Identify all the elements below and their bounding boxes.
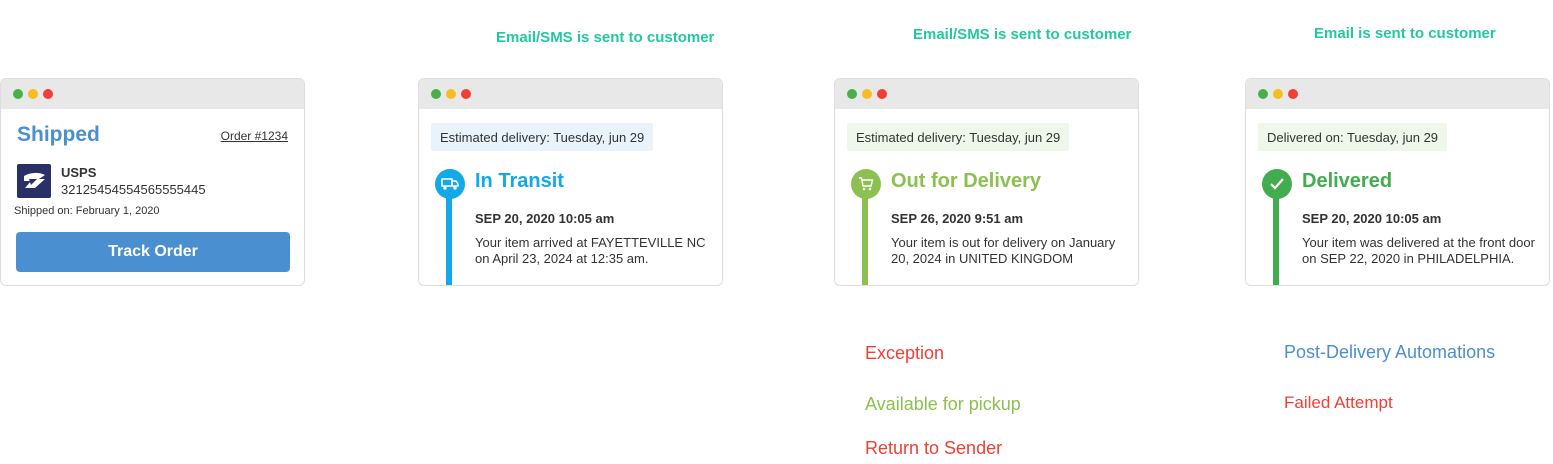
notification-note-transit: Email/SMS is sent to customer <box>496 29 715 46</box>
in-transit-card: Estimated delivery: Tuesday, jun 29 In T… <box>418 78 723 286</box>
window-dot-yellow <box>446 89 456 99</box>
timeline-line <box>1273 194 1279 285</box>
window-titlebar <box>419 79 722 109</box>
usps-eagle-icon <box>17 164 51 198</box>
event-message: Your item was delivered at the front doo… <box>1302 235 1535 266</box>
timeline-line <box>862 194 868 285</box>
status-title: Out for Delivery <box>891 170 1042 192</box>
notification-note-delivered: Email is sent to customer <box>1314 25 1496 42</box>
checkmark-icon <box>1262 169 1292 199</box>
window-dot-red <box>461 89 471 99</box>
carrier-name: USPS <box>61 165 97 180</box>
window-dot-green <box>431 89 441 99</box>
event-message: Your item is out for delivery on January… <box>891 235 1116 266</box>
tracking-number: 32125454554565555445 <box>61 182 206 197</box>
post-delivery-automations-label: Post-Delivery Automations <box>1284 342 1496 362</box>
event-time: SEP 20, 2020 10:05 am <box>475 211 615 226</box>
delivered-card: Delivered on: Tuesday, jun 29 Delivered … <box>1245 78 1550 286</box>
window-dot-green <box>847 89 857 99</box>
window-dot-yellow <box>862 89 872 99</box>
order-link[interactable]: Order #1234 <box>220 129 288 143</box>
window-dot-red <box>43 89 53 99</box>
timeline-line <box>446 194 452 285</box>
window-dot-yellow <box>1273 89 1283 99</box>
window-titlebar <box>835 79 1138 109</box>
window-titlebar <box>1 79 304 109</box>
window-dot-green <box>1258 89 1268 99</box>
out-for-delivery-card: Estimated delivery: Tuesday, jun 29 Out … <box>834 78 1139 286</box>
return-to-sender-status: Return to Sender <box>865 438 1003 458</box>
estimated-delivery-pill: Estimated delivery: Tuesday, jun 29 <box>431 123 654 151</box>
window-dot-red <box>1288 89 1298 99</box>
window-dot-yellow <box>28 89 38 99</box>
exception-status: Exception <box>865 343 945 363</box>
available-for-pickup-status: Available for pickup <box>865 394 1021 414</box>
estimated-delivery-pill: Estimated delivery: Tuesday, jun 29 <box>847 123 1070 151</box>
event-time: SEP 26, 2020 9:51 am <box>891 211 1024 226</box>
failed-attempt-status: Failed Attempt <box>1284 393 1393 412</box>
notification-note-out-for-delivery: Email/SMS is sent to customer <box>913 26 1132 43</box>
window-dot-green <box>13 89 23 99</box>
window-dot-red <box>877 89 887 99</box>
status-title: In Transit <box>475 170 564 192</box>
status-title: Delivered <box>1302 170 1393 192</box>
shipped-title: Shipped <box>17 123 100 146</box>
shipped-card: Shipped Order #1234 USPS 321254545545655… <box>0 78 305 286</box>
delivered-on-pill: Delivered on: Tuesday, jun 29 <box>1258 123 1448 151</box>
shipped-date: Shipped on: February 1, 2020 <box>14 205 160 217</box>
event-message: Your item arrived at FAYETTEVILLE NC on … <box>475 235 706 266</box>
window-titlebar <box>1246 79 1549 109</box>
truck-icon <box>435 169 465 199</box>
cart-icon <box>851 169 881 199</box>
event-time: SEP 20, 2020 10:05 am <box>1302 211 1442 226</box>
track-order-button[interactable]: Track Order <box>16 232 290 272</box>
